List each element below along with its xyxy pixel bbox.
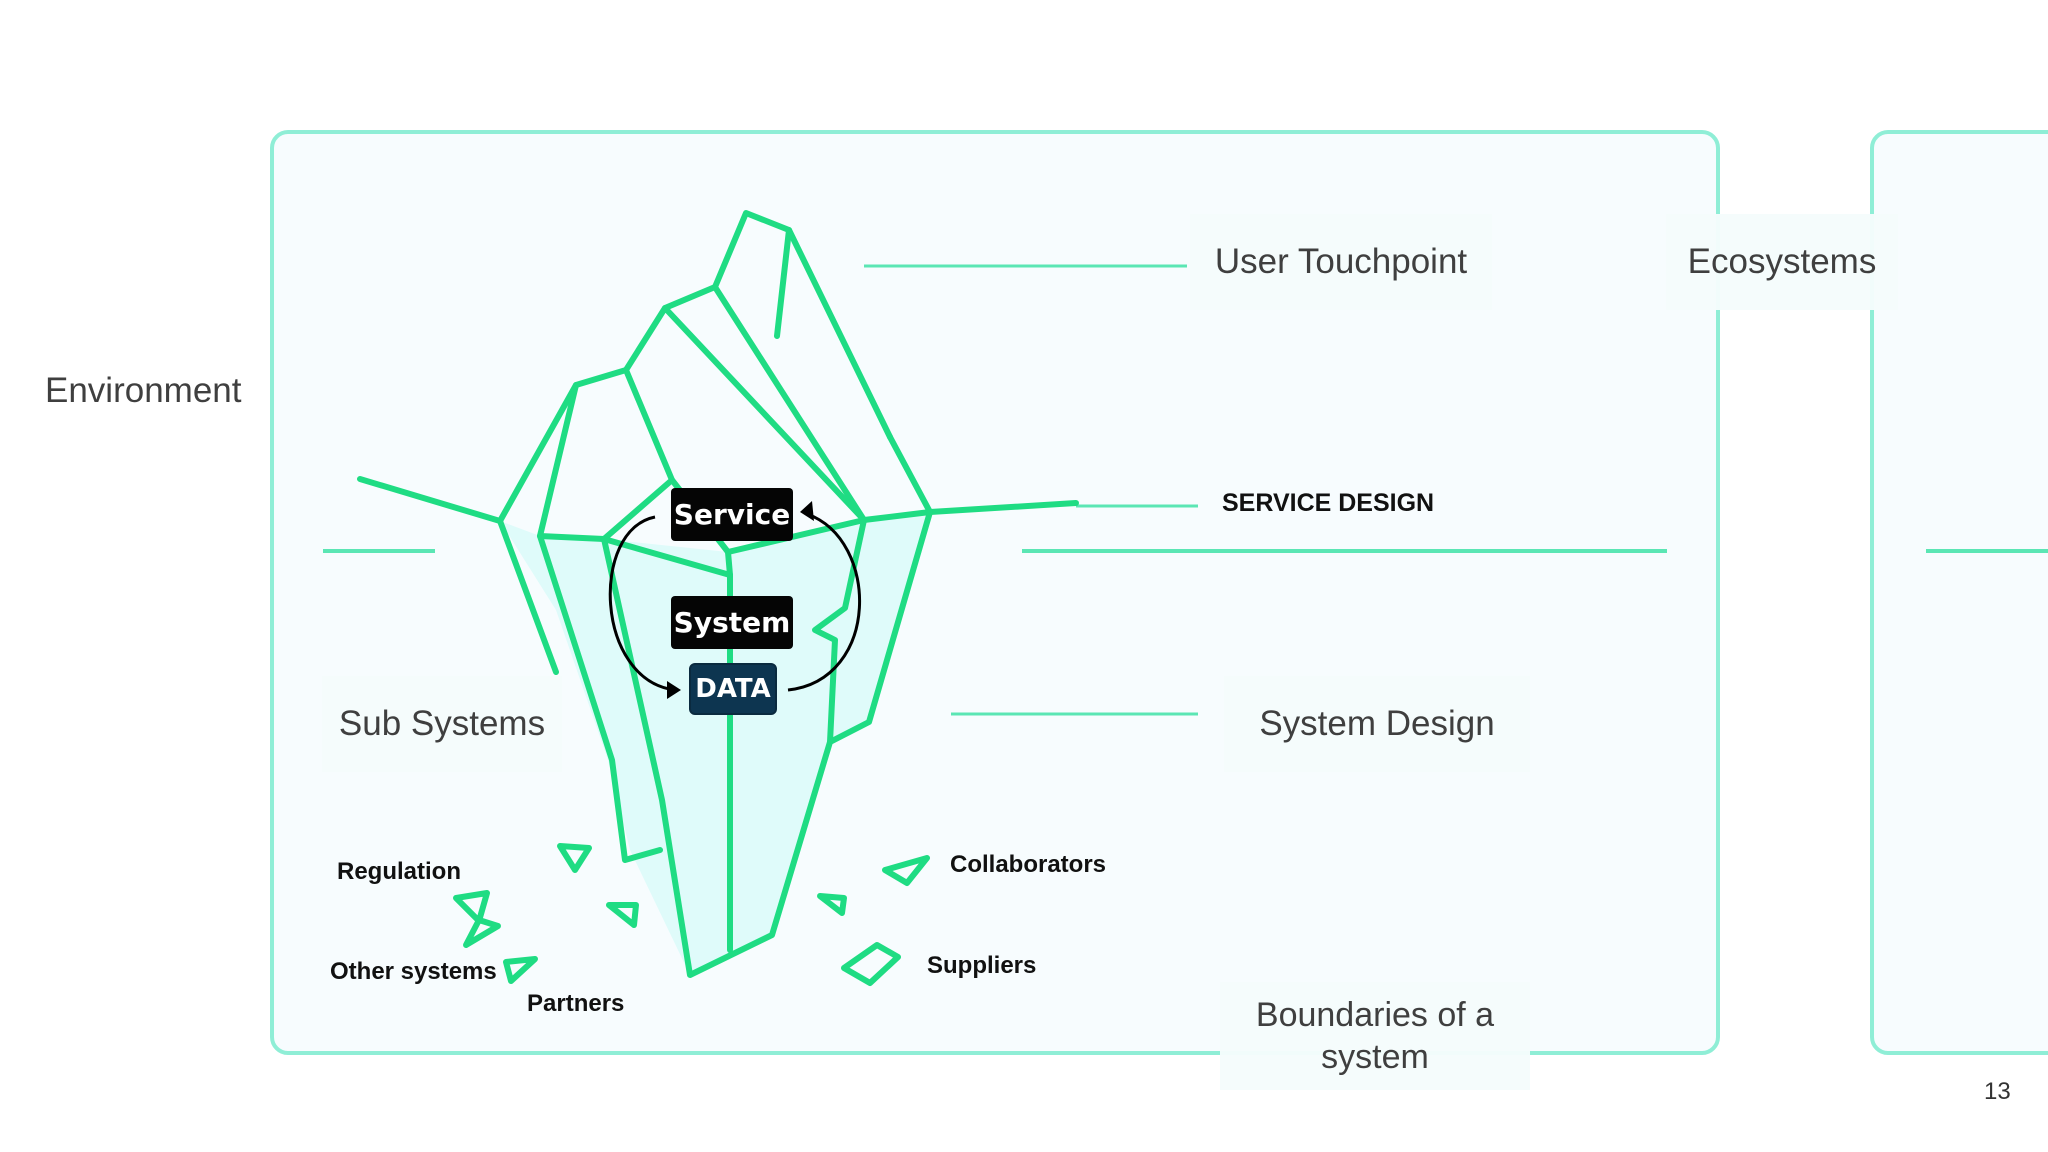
system-tag: System [671,596,793,649]
collaborators-label: Collaborators [950,851,1107,878]
fragment-supplier [841,942,901,986]
fragment-mid-a [557,843,592,873]
ecosystem-boundary-box [1870,130,2048,1055]
fragment-collab-a [882,855,930,886]
regulation-label: Regulation [337,858,461,885]
fragment-regulation-b [463,917,501,948]
arrow-head-data [667,681,681,699]
floating-fragments [453,843,930,986]
service-design-label: SERVICE DESIGN [1222,489,1435,517]
page-number: 13 [1984,1078,2011,1105]
fragment-collab-b [817,893,847,916]
environment-label: Environment [45,371,242,410]
boundaries-label: Boundaries of a system [1220,982,1530,1090]
system-boundary-box [270,130,1720,1055]
data-tag: DATA [689,663,777,715]
user-touchpoint-label: User Touchpoint [1190,214,1492,310]
cycle-arrows [608,512,861,692]
suppliers-label: Suppliers [927,952,1037,979]
service-tag: Service [671,488,793,541]
fragment-regulation-a [453,890,490,924]
partners-label: Partners [527,990,625,1017]
arrow-head-service [800,501,814,521]
system-design-label: System Design [1224,676,1530,772]
ecosystems-label: Ecosystems [1666,214,1898,310]
fragment-mid-b [606,902,639,928]
other-systems-label: Other systems [330,958,497,985]
fragment-partners [503,956,538,984]
sub-systems-label: Sub Systems [322,676,562,772]
